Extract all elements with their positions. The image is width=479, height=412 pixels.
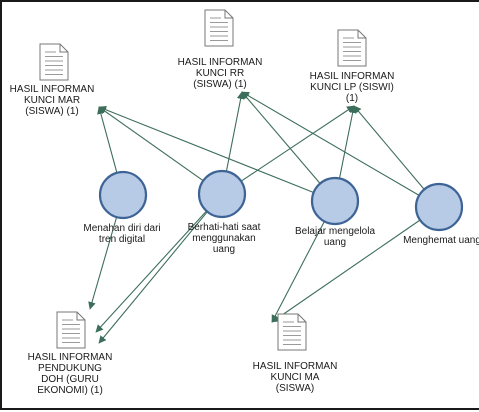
link-berhati-to-lp xyxy=(240,105,355,182)
link-menahan-to-mar xyxy=(97,106,118,173)
theme-label-menghemat: Menghemat uang xyxy=(403,235,479,246)
document-icon-mar[interactable] xyxy=(39,43,69,81)
link-belajar-to-lp xyxy=(338,105,357,179)
link-belajar-to-rr xyxy=(241,91,321,184)
document-icon-rr[interactable] xyxy=(204,9,234,47)
theme-node-menahan[interactable] xyxy=(98,170,148,220)
link-menahan-to-doh xyxy=(88,216,118,310)
document-icon-lp[interactable] xyxy=(337,29,367,67)
link-berhati-to-doh xyxy=(98,211,208,344)
link-berhati-to-doh xyxy=(95,210,207,333)
theme-node-belajar[interactable] xyxy=(310,176,360,226)
node-layer xyxy=(39,9,464,351)
edge-layer xyxy=(88,91,425,344)
link-menghemat-to-ma xyxy=(271,219,421,323)
document-icon-ma[interactable] xyxy=(277,313,307,351)
link-menghemat-to-lp xyxy=(353,105,425,190)
link-belajar-to-ma xyxy=(271,221,325,323)
link-berhati-to-mar xyxy=(98,106,204,182)
theme-node-menghemat[interactable] xyxy=(414,182,464,232)
link-menghemat-to-rr xyxy=(241,91,420,196)
link-berhati-to-rr xyxy=(225,91,245,172)
link-belajar-to-mar xyxy=(98,105,314,194)
theme-node-berhati[interactable] xyxy=(197,169,247,219)
document-icon-doh[interactable] xyxy=(56,311,86,349)
